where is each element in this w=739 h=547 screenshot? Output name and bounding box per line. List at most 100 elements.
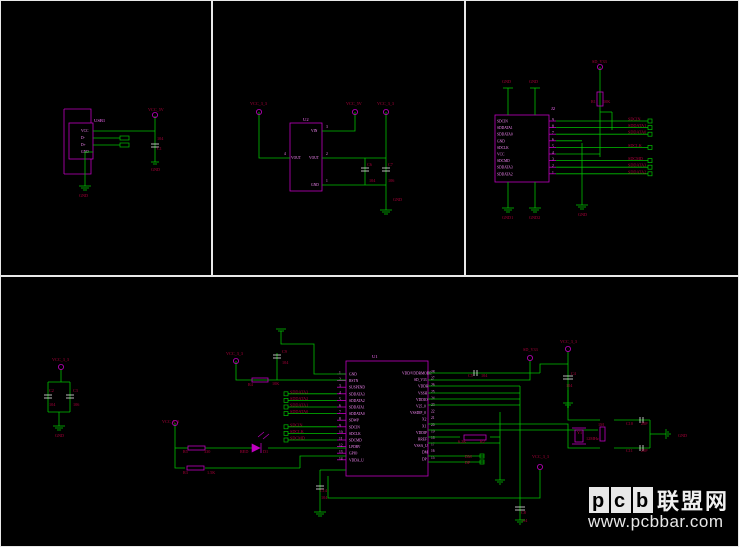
u1-left-flag-box xyxy=(283,424,289,430)
sdcard-resistor-ref: R1 xyxy=(591,99,596,104)
c8-ref: C8 xyxy=(521,510,526,515)
regulator-vout-left: VOUT xyxy=(291,156,302,160)
u1-right-pin-number: 27 xyxy=(431,377,435,381)
u1-left-pin-number: 13 xyxy=(339,450,343,454)
net-left-box: VCC_3_3 xyxy=(52,357,69,362)
u1-left-pin-label: GPIO xyxy=(349,452,358,456)
m1-value: 1M xyxy=(598,422,604,427)
net-vcc-left-top: VCC_3_3 xyxy=(226,351,243,356)
regulator-c6-value: 104 xyxy=(369,178,376,183)
regulator-vout-right: VOUT xyxy=(309,156,320,160)
sdcard-net-flag-box xyxy=(647,164,653,170)
net-vcc-left-mid: VCC_3_3 xyxy=(162,419,179,424)
sdcard-gnd-3: GND1 xyxy=(502,215,513,220)
u1-right-pin-number: 19 xyxy=(431,429,435,433)
u1-right-pin-label: RREF xyxy=(418,438,427,442)
sdcard-pin-label: SDDATA1 xyxy=(497,126,513,130)
sdcard-pin-label: GND xyxy=(497,139,505,143)
controller-section: U1 GND1RSTN2SUSPEND3SDDATA34SDDATA25SDDA… xyxy=(44,328,687,525)
r4-value: 10K xyxy=(272,381,279,386)
sdcard-net-flag-box xyxy=(647,125,653,130)
u1-left-pin-label: SUSPEND xyxy=(349,386,365,390)
c3-value: 106 xyxy=(73,402,79,407)
sdcard-gnd-2: GND xyxy=(529,79,538,84)
sdcard-pin-number: 4 xyxy=(552,151,554,155)
dm-flag: DM xyxy=(465,454,472,459)
u1-left-flag-box xyxy=(283,391,289,397)
u1-left-pin-label: SDDATA3 xyxy=(349,392,365,396)
u1-right-pin-number: 18 xyxy=(431,436,435,440)
sdcard-gnd-5: GND xyxy=(578,212,587,217)
sdcard-net-flag: SDDATA0 xyxy=(628,130,646,135)
u1-right-pin-label: X1 xyxy=(422,424,427,428)
led-ref: D1 xyxy=(263,449,268,454)
regulator-ref: U2 xyxy=(303,117,309,122)
sdcard-pin-number: 5 xyxy=(552,144,554,148)
u1-left-pin-label: SDWP xyxy=(349,419,359,423)
usb-pin-dplus: D+ xyxy=(81,143,86,147)
u1-left-pin-label: SDDATA0 xyxy=(349,412,365,416)
u1-left-flag: SDCLK xyxy=(290,429,304,434)
crystal-ref: Y1 xyxy=(577,430,582,435)
sdcard-pin-label: VCC xyxy=(497,153,505,157)
sdcard-net-flag: SDDATA2 xyxy=(628,169,646,174)
usb-cap-ref: C1 xyxy=(157,146,162,151)
r4-ref: R4 xyxy=(248,382,254,387)
c11-ref: C11 xyxy=(626,448,633,453)
u1-left-flag-box xyxy=(283,404,289,410)
c10-value: 20P xyxy=(641,421,648,426)
led-value: RED xyxy=(240,449,248,454)
r2-value: 6.2K xyxy=(458,439,466,444)
regulator-net-right: VCC_3_3 xyxy=(377,101,394,106)
u1-right-pin-label: VDDH xyxy=(418,385,429,389)
watermark-logo: p c b xyxy=(589,487,653,518)
sdcard-top-net: SD_V33 xyxy=(592,59,607,64)
sdcard-pin-number: 8 xyxy=(552,125,554,129)
sdcard-pin-label: SDDATA0 xyxy=(497,133,513,137)
c14-ref: C14 xyxy=(320,488,328,493)
u1-right-pin-label: VDDIP xyxy=(416,431,427,435)
u1-left-pin-number: 8 xyxy=(339,417,341,421)
watermark-logo-text-p: p xyxy=(592,490,604,512)
net-sd-v33: SD_V33 xyxy=(523,347,538,352)
dp-flag: DP xyxy=(465,460,471,465)
u1-right-pin-label: VSSDIP_0 xyxy=(410,411,426,415)
u1-left-pin-label: SDCIN xyxy=(349,425,360,429)
regulator-c6-ref: C6 xyxy=(367,162,372,167)
u1-left-pin-number: 6 xyxy=(339,404,341,408)
u1-left-pin-label: SDDATA2 xyxy=(349,399,365,403)
u1-left-pin-number: 4 xyxy=(339,391,341,395)
sdcard-net-flag: SDCMD xyxy=(628,156,643,161)
u1-right-pin-label: V25_0 xyxy=(416,405,426,409)
regulator-pin-1: 1 xyxy=(326,179,328,183)
c2-value: 104 xyxy=(49,402,56,407)
u1-right-pin-number: 20 xyxy=(431,423,435,427)
u1-right-pin-label: SD_V33 xyxy=(414,378,427,382)
sdcard-pin-number: 3 xyxy=(552,158,554,162)
led-diode-icon xyxy=(251,431,270,453)
u1-right-pin-number: 22 xyxy=(431,410,435,414)
c4-value: 104 xyxy=(566,383,573,388)
c11-value: 20P xyxy=(641,448,648,453)
sdcard-net-flag-box xyxy=(647,145,653,150)
u1-left-flag: SDCIN xyxy=(290,422,303,427)
regulator-net-mid: VCC_5V xyxy=(346,101,362,106)
net-vcc-right: VCC_3_3 xyxy=(560,339,577,344)
sdcard-net-flag-box xyxy=(647,118,653,124)
sdcard-pin-number: 6 xyxy=(552,138,554,142)
usb-pin-vcc: VCC xyxy=(81,129,89,133)
u1-right-pin-label: X2 xyxy=(422,418,427,422)
u1-right-pin-label: DM xyxy=(422,451,429,455)
sdcard-net-flag: SDDATA1 xyxy=(628,123,646,128)
sdcard-resistor-value: 10K xyxy=(603,99,610,104)
c3-ref: C3 xyxy=(73,388,78,393)
crystal-icon xyxy=(572,427,586,445)
c10-ref: C10 xyxy=(626,421,633,426)
c14-value: 104 xyxy=(321,495,328,500)
usb-gnd-label-2: GND xyxy=(79,193,88,198)
sdcard-pin-label: SDCIN xyxy=(497,120,508,124)
sdcard-pin-number: 9 xyxy=(552,118,554,122)
sdcard-net-flag-box xyxy=(647,131,653,137)
